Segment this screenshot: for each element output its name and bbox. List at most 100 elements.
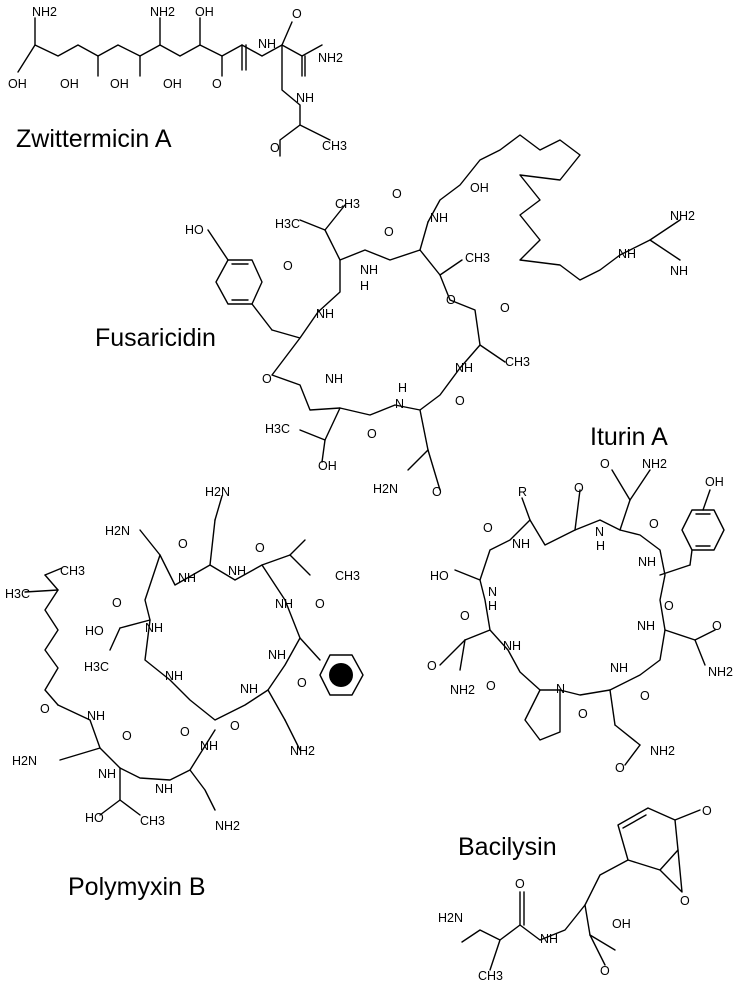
atom-ch3: CH3	[465, 251, 490, 265]
iturin-a-title: Iturin A	[590, 423, 668, 451]
zwittermicin-a-structure: NH2 OH OH OH NH2 OH OH O NH O NH2 NH O C…	[8, 5, 347, 157]
atom-nh: NH	[268, 648, 286, 662]
bacilysin-structure: O O O H2N NH OH CH3 O	[438, 804, 712, 983]
atom-nh: NH	[430, 211, 448, 225]
atom-o: O	[255, 541, 265, 555]
atom-o: O	[230, 719, 240, 733]
atom-h2n: H2N	[373, 482, 398, 496]
atom-o: O	[680, 894, 690, 908]
atom-o: O	[600, 964, 610, 978]
atom-o: O	[712, 619, 722, 633]
atom-nh: NH	[325, 372, 343, 386]
atom-nh: NH	[618, 247, 636, 261]
atom-nh: NH	[670, 264, 688, 278]
atom-o: O	[315, 597, 325, 611]
iturin-a-structure: R O O NH2 OH O NH N H O NH HO N H O O NH…	[427, 457, 733, 775]
atom-o: O	[427, 659, 437, 673]
atom-nh2: NH2	[215, 819, 240, 833]
atom-nh: NH	[503, 639, 521, 653]
atom-o: O	[367, 427, 377, 441]
atom-ch3: CH3	[335, 197, 360, 211]
atom-ho: HO	[85, 624, 104, 638]
atom-nh: NH	[178, 571, 196, 585]
atom-nh2: NH2	[290, 744, 315, 758]
atom-nh: NH	[316, 307, 334, 321]
atom-o: O	[515, 877, 525, 891]
atom-oh: OH	[8, 77, 27, 91]
atom-o: O	[664, 599, 674, 613]
atom-n: N	[556, 682, 565, 696]
atom-nh: NH	[540, 932, 558, 946]
zwittermicin-a-title: Zwittermicin A	[16, 125, 172, 153]
atom-o: O	[483, 521, 493, 535]
atom-ch3: CH3	[60, 564, 85, 578]
atom-n: N	[488, 585, 497, 599]
atom-n: N	[595, 525, 604, 539]
atom-nh: NH	[610, 661, 628, 675]
atom-o: O	[292, 7, 302, 21]
atom-h3c: H3C	[265, 422, 290, 436]
atom-o: O	[283, 259, 293, 273]
atom-o: O	[432, 485, 442, 499]
atom-nh: NH	[258, 37, 276, 51]
atom-oh: OH	[705, 475, 724, 489]
atom-o: O	[392, 187, 402, 201]
atom-nh: NH	[240, 682, 258, 696]
atom-nh2: NH2	[318, 51, 343, 65]
atom-oh: OH	[110, 77, 129, 91]
atom-ho: HO	[85, 811, 104, 825]
atom-o: O	[180, 725, 190, 739]
atom-o: O	[640, 689, 650, 703]
atom-oh: OH	[470, 181, 489, 195]
atom-o: O	[600, 457, 610, 471]
atom-o: O	[460, 609, 470, 623]
atom-h2n: H2N	[105, 524, 130, 538]
atom-nh: NH	[228, 564, 246, 578]
atom-o: O	[40, 702, 50, 716]
atom-h3c: H3C	[84, 660, 109, 674]
atom-nh: NH	[165, 669, 183, 683]
atom-o: O	[270, 141, 280, 155]
atom-h: H	[398, 381, 407, 395]
atom-nh2: NH2	[450, 683, 475, 697]
atom-o: O	[122, 729, 132, 743]
atom-o: O	[262, 372, 272, 386]
atom-o: O	[500, 301, 510, 315]
atom-ch3: CH3	[335, 569, 360, 583]
atom-h2n: H2N	[438, 911, 463, 925]
atom-nh: NH	[296, 91, 314, 105]
atom-nh2: NH2	[670, 209, 695, 223]
atom-oh: OH	[612, 917, 631, 931]
atom-oh: OH	[163, 77, 182, 91]
atom-oh: OH	[195, 5, 214, 19]
atom-h3c: H3C	[5, 587, 30, 601]
atom-nh2: NH2	[32, 5, 57, 19]
atom-nh: NH	[155, 782, 173, 796]
polymyxin-b-title: Polymyxin B	[68, 873, 206, 901]
atom-h2n: H2N	[12, 754, 37, 768]
atom-o: O	[178, 537, 188, 551]
atom-o: O	[574, 481, 584, 495]
atom-o: O	[384, 225, 394, 239]
atom-nh: NH	[275, 597, 293, 611]
atom-o: O	[455, 394, 465, 408]
atom-nh2: NH2	[708, 665, 733, 679]
atom-o: O	[112, 596, 122, 610]
atom-nh: NH	[455, 361, 473, 375]
fusaricidin-title: Fusaricidin	[95, 324, 216, 352]
atom-n: N	[395, 397, 404, 411]
atom-ch3: CH3	[322, 139, 347, 153]
atom-o: O	[486, 679, 496, 693]
atom-ho: HO	[185, 223, 204, 237]
atom-o: O	[649, 517, 659, 531]
atom-h2n: H2N	[205, 485, 230, 499]
fusaricidin-structure: O OH NH H3C CH3 HO CH3 O NH H O O O NH N…	[185, 134, 695, 499]
atom-oh: OH	[318, 459, 337, 473]
atom-nh2: NH2	[150, 5, 175, 19]
atom-o: O	[212, 77, 222, 91]
atom-ch3: CH3	[505, 355, 530, 369]
bacilysin-title: Bacilysin	[458, 833, 557, 861]
atom-o: O	[615, 761, 625, 775]
atom-nh: NH	[98, 767, 116, 781]
atom-nh: NH	[637, 619, 655, 633]
